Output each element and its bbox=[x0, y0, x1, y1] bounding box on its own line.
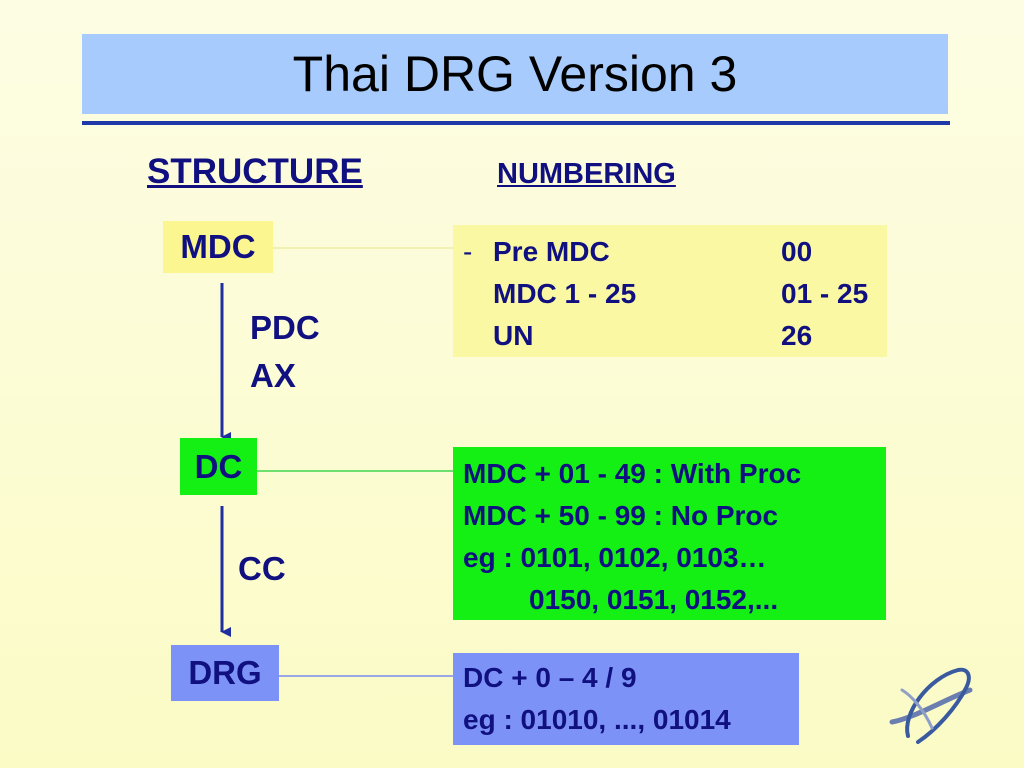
drg-line: eg : 01010, ..., 01014 bbox=[463, 704, 731, 735]
dc-line: eg : 0101, 0102, 0103… bbox=[463, 542, 767, 573]
row-label: Pre MDC bbox=[493, 236, 610, 267]
node-dc: DC bbox=[180, 438, 257, 495]
drg-line: DC + 0 – 4 / 9 bbox=[463, 662, 637, 693]
node-drg: DRG bbox=[171, 645, 279, 701]
bullet-dash: - bbox=[463, 236, 473, 267]
row-code: 01 - 25 bbox=[781, 278, 869, 309]
row-code: 26 bbox=[781, 320, 813, 351]
numbering-header: NUMBERING bbox=[497, 158, 676, 190]
node-mdc-label: MDC bbox=[180, 228, 256, 265]
logo-swoosh-icon bbox=[889, 667, 973, 744]
title-divider bbox=[82, 121, 950, 125]
edge-label-cc: CC bbox=[238, 550, 286, 587]
dc-line: MDC + 50 - 99 : No Proc bbox=[463, 500, 779, 531]
row-code: 00 bbox=[781, 236, 813, 267]
node-dc-label: DC bbox=[194, 447, 243, 485]
structure-header: STRUCTURE bbox=[147, 152, 363, 191]
numbering-mdc-row: UN 26 bbox=[463, 315, 887, 357]
edge-label-dc-drg: CC bbox=[238, 545, 286, 593]
row-label: MDC 1 - 25 bbox=[493, 278, 637, 309]
title-banner: Thai DRG Version 3 bbox=[82, 34, 948, 114]
dc-line: MDC + 01 - 49 : With Proc bbox=[463, 458, 802, 489]
node-mdc: MDC bbox=[163, 221, 273, 273]
dc-line: 0150, 0151, 0152,... bbox=[529, 584, 779, 615]
node-drg-label: DRG bbox=[188, 654, 262, 691]
edge-label-ax: AX bbox=[250, 357, 296, 394]
page-title: Thai DRG Version 3 bbox=[292, 46, 738, 102]
numbering-dc-panel: MDC + 01 - 49 : With Proc MDC + 50 - 99 … bbox=[453, 447, 886, 620]
numbering-mdc-row: MDC 1 - 25 01 - 25 bbox=[463, 273, 887, 315]
numbering-mdc-panel: - Pre MDC 00 MDC 1 - 25 01 - 25 UN 26 bbox=[453, 225, 887, 357]
edge-label-mdc-dc: PDC AX bbox=[250, 304, 320, 400]
numbering-drg-panel: DC + 0 – 4 / 9 eg : 01010, ..., 01014 bbox=[453, 653, 799, 745]
row-label: UN bbox=[493, 320, 534, 351]
edge-label-pdc: PDC bbox=[250, 309, 320, 346]
numbering-mdc-row: - Pre MDC 00 bbox=[463, 231, 887, 273]
